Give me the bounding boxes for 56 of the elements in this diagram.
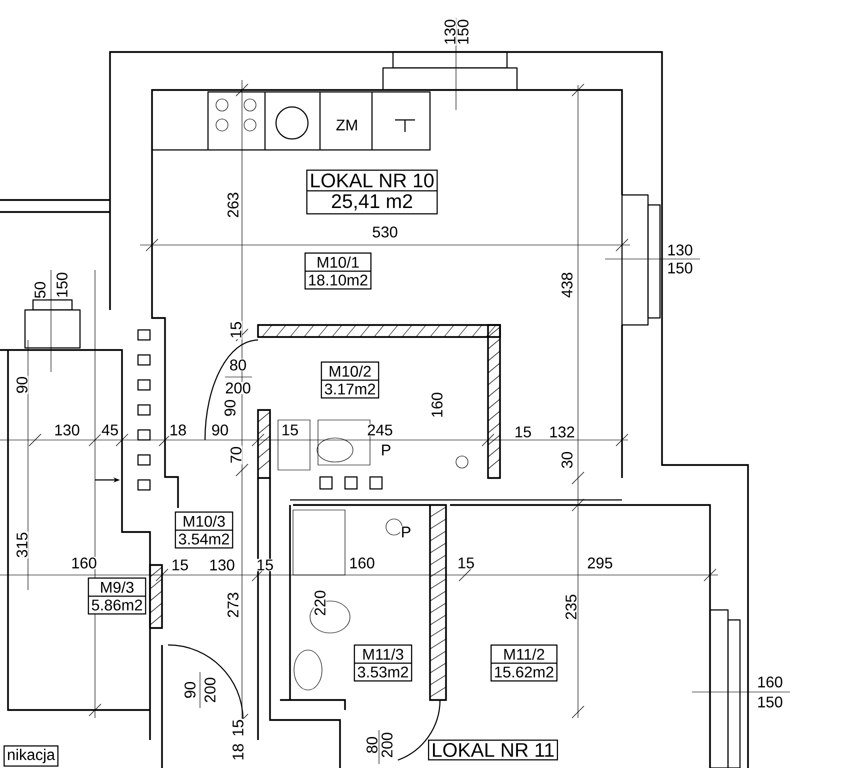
dimension-label: 295 — [586, 556, 614, 570]
room-label-box: M10/2 3.17m2 — [320, 362, 380, 398]
fixture-label: P — [380, 444, 392, 456]
room-label-box: M10/3 3.54m2 — [174, 512, 234, 548]
dimension-label: 263 — [226, 191, 240, 219]
dimension-label: 15 — [280, 424, 300, 436]
dimension-label: 80 — [366, 736, 378, 754]
dimension-label: 160 — [348, 556, 376, 570]
room-label-box: M11/2 15.62m2 — [490, 644, 558, 682]
dimension-label: 160 — [70, 556, 98, 570]
dimension-label: 15 — [456, 556, 476, 570]
dimension-label: 160 — [756, 676, 784, 688]
room-label-box: M9/3 5.86m2 — [88, 578, 146, 614]
dimension-label: 200 — [204, 676, 216, 704]
dimension-label: 150 — [456, 18, 470, 46]
room-label-box: LOKAL NR 10 25,41 m2 — [306, 170, 438, 214]
dimension-label: 45 — [100, 424, 120, 436]
dimension-label: 530 — [371, 226, 399, 238]
dimension-label: 80 — [228, 358, 248, 372]
dimension-label: 245 — [366, 424, 394, 436]
dimension-label: 160 — [430, 391, 444, 419]
dimension-label: 438 — [560, 271, 574, 299]
room-label-box: M10/1 18.10m2 — [304, 252, 372, 290]
dimension-label: 18 — [168, 424, 188, 436]
dimension-label: 50 — [34, 280, 46, 300]
dimension-label: 200 — [224, 382, 252, 394]
fixture-label: ZM — [335, 118, 359, 132]
room-label-box: LOKAL NR 11 — [428, 740, 558, 760]
dimension-label: 273 — [226, 591, 240, 619]
dimension-label: 150 — [666, 262, 694, 274]
dimension-label: 130 — [53, 424, 81, 436]
dimension-label: 70 — [230, 446, 242, 464]
dimension-label: 130 — [444, 18, 456, 46]
dimension-label: 220 — [314, 589, 326, 617]
room-label-box: M11/3 3.53m2 — [354, 644, 412, 682]
dimension-label: 15 — [170, 558, 190, 572]
dimension-label: 18 — [232, 742, 244, 762]
dimension-label: 235 — [564, 593, 578, 621]
dimension-label: 200 — [380, 731, 394, 759]
dimension-label: 90 — [224, 398, 236, 418]
dimension-label: 150 — [56, 271, 68, 299]
dimension-label: 90 — [210, 424, 230, 436]
dimension-label: 132 — [548, 426, 576, 438]
dimension-label: 90 — [16, 376, 28, 394]
dimension-label: 315 — [16, 531, 28, 559]
dimension-label: 15 — [514, 426, 532, 438]
dimension-label: 130 — [666, 244, 694, 256]
dimension-label: 15 — [232, 718, 244, 738]
dimension-label: 30 — [560, 450, 574, 470]
room-label-box: nikacja — [4, 745, 58, 767]
fixture-label: P — [400, 526, 412, 538]
dimension-label: 15 — [256, 558, 274, 572]
dimension-label: 90 — [184, 680, 196, 700]
dimension-label: 130 — [208, 558, 236, 572]
dimension-label: 150 — [756, 696, 784, 708]
dimension-label: 15 — [230, 320, 242, 340]
